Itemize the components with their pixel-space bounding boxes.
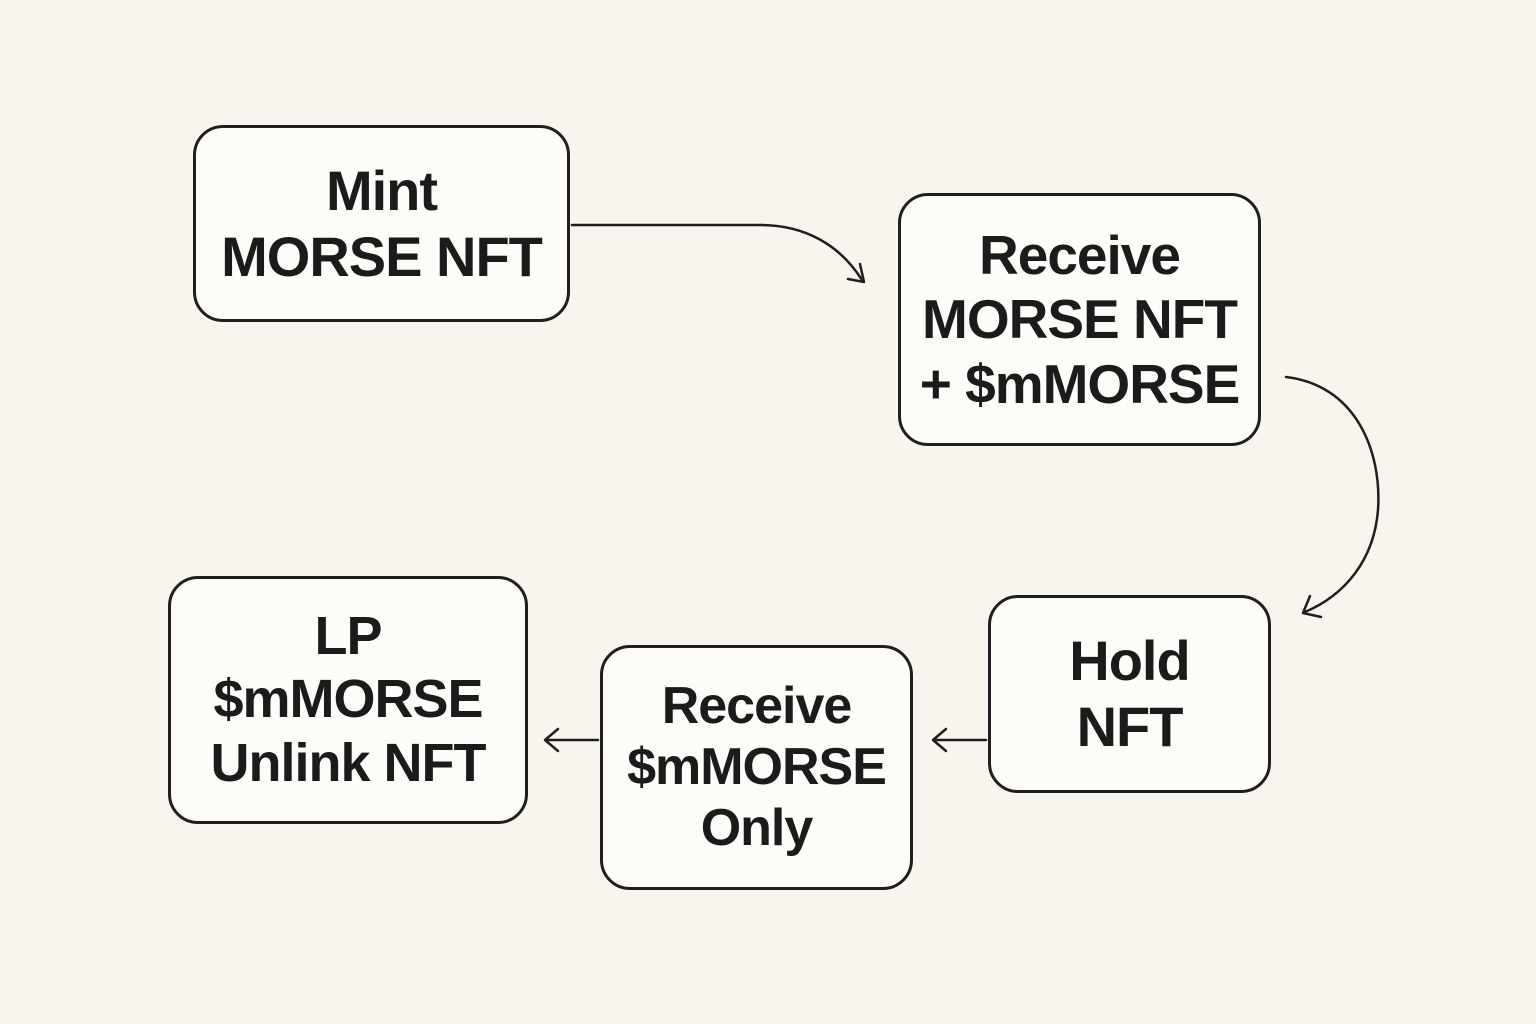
step-lp-line-1: LP <box>314 606 382 667</box>
step-receive-only-line-2: $mMORSE <box>627 738 887 797</box>
arrow-receive-only-to-lp <box>543 727 600 753</box>
step-hold-line-1: Hold <box>1069 629 1190 693</box>
step-lp-box: LP $mMORSE Unlink NFT <box>168 576 528 824</box>
step-receive-only-line-3: Only <box>700 798 814 857</box>
step-receive-only-line-1: Receive <box>661 677 853 736</box>
step-mint-box: Mint MORSE NFT <box>193 125 570 322</box>
step-mint-line-1: Mint <box>325 158 438 222</box>
arrow-mint-to-receive <box>570 223 866 284</box>
step-hold-line-2: NFT <box>1076 695 1184 758</box>
arrow-hold-to-receive-only <box>931 727 988 753</box>
step-receive-only-box: Receive $mMORSE Only <box>600 645 913 890</box>
step-lp-line-2: $mMORSE <box>213 669 483 730</box>
step-hold-box: Hold NFT <box>988 595 1271 793</box>
step-lp-line-3: Unlink NFT <box>210 732 487 793</box>
step-receive-nft-line-1: Receive <box>979 223 1181 286</box>
step-receive-nft-line-2: MORSE NFT <box>922 288 1238 351</box>
step-receive-nft-box: Receive MORSE NFT + $mMORSE <box>898 193 1261 446</box>
arrow-receive-to-hold <box>1284 375 1380 619</box>
step-receive-nft-line-3: + $mMORSE <box>919 352 1241 415</box>
step-mint-line-2: MORSE NFT <box>221 224 543 288</box>
